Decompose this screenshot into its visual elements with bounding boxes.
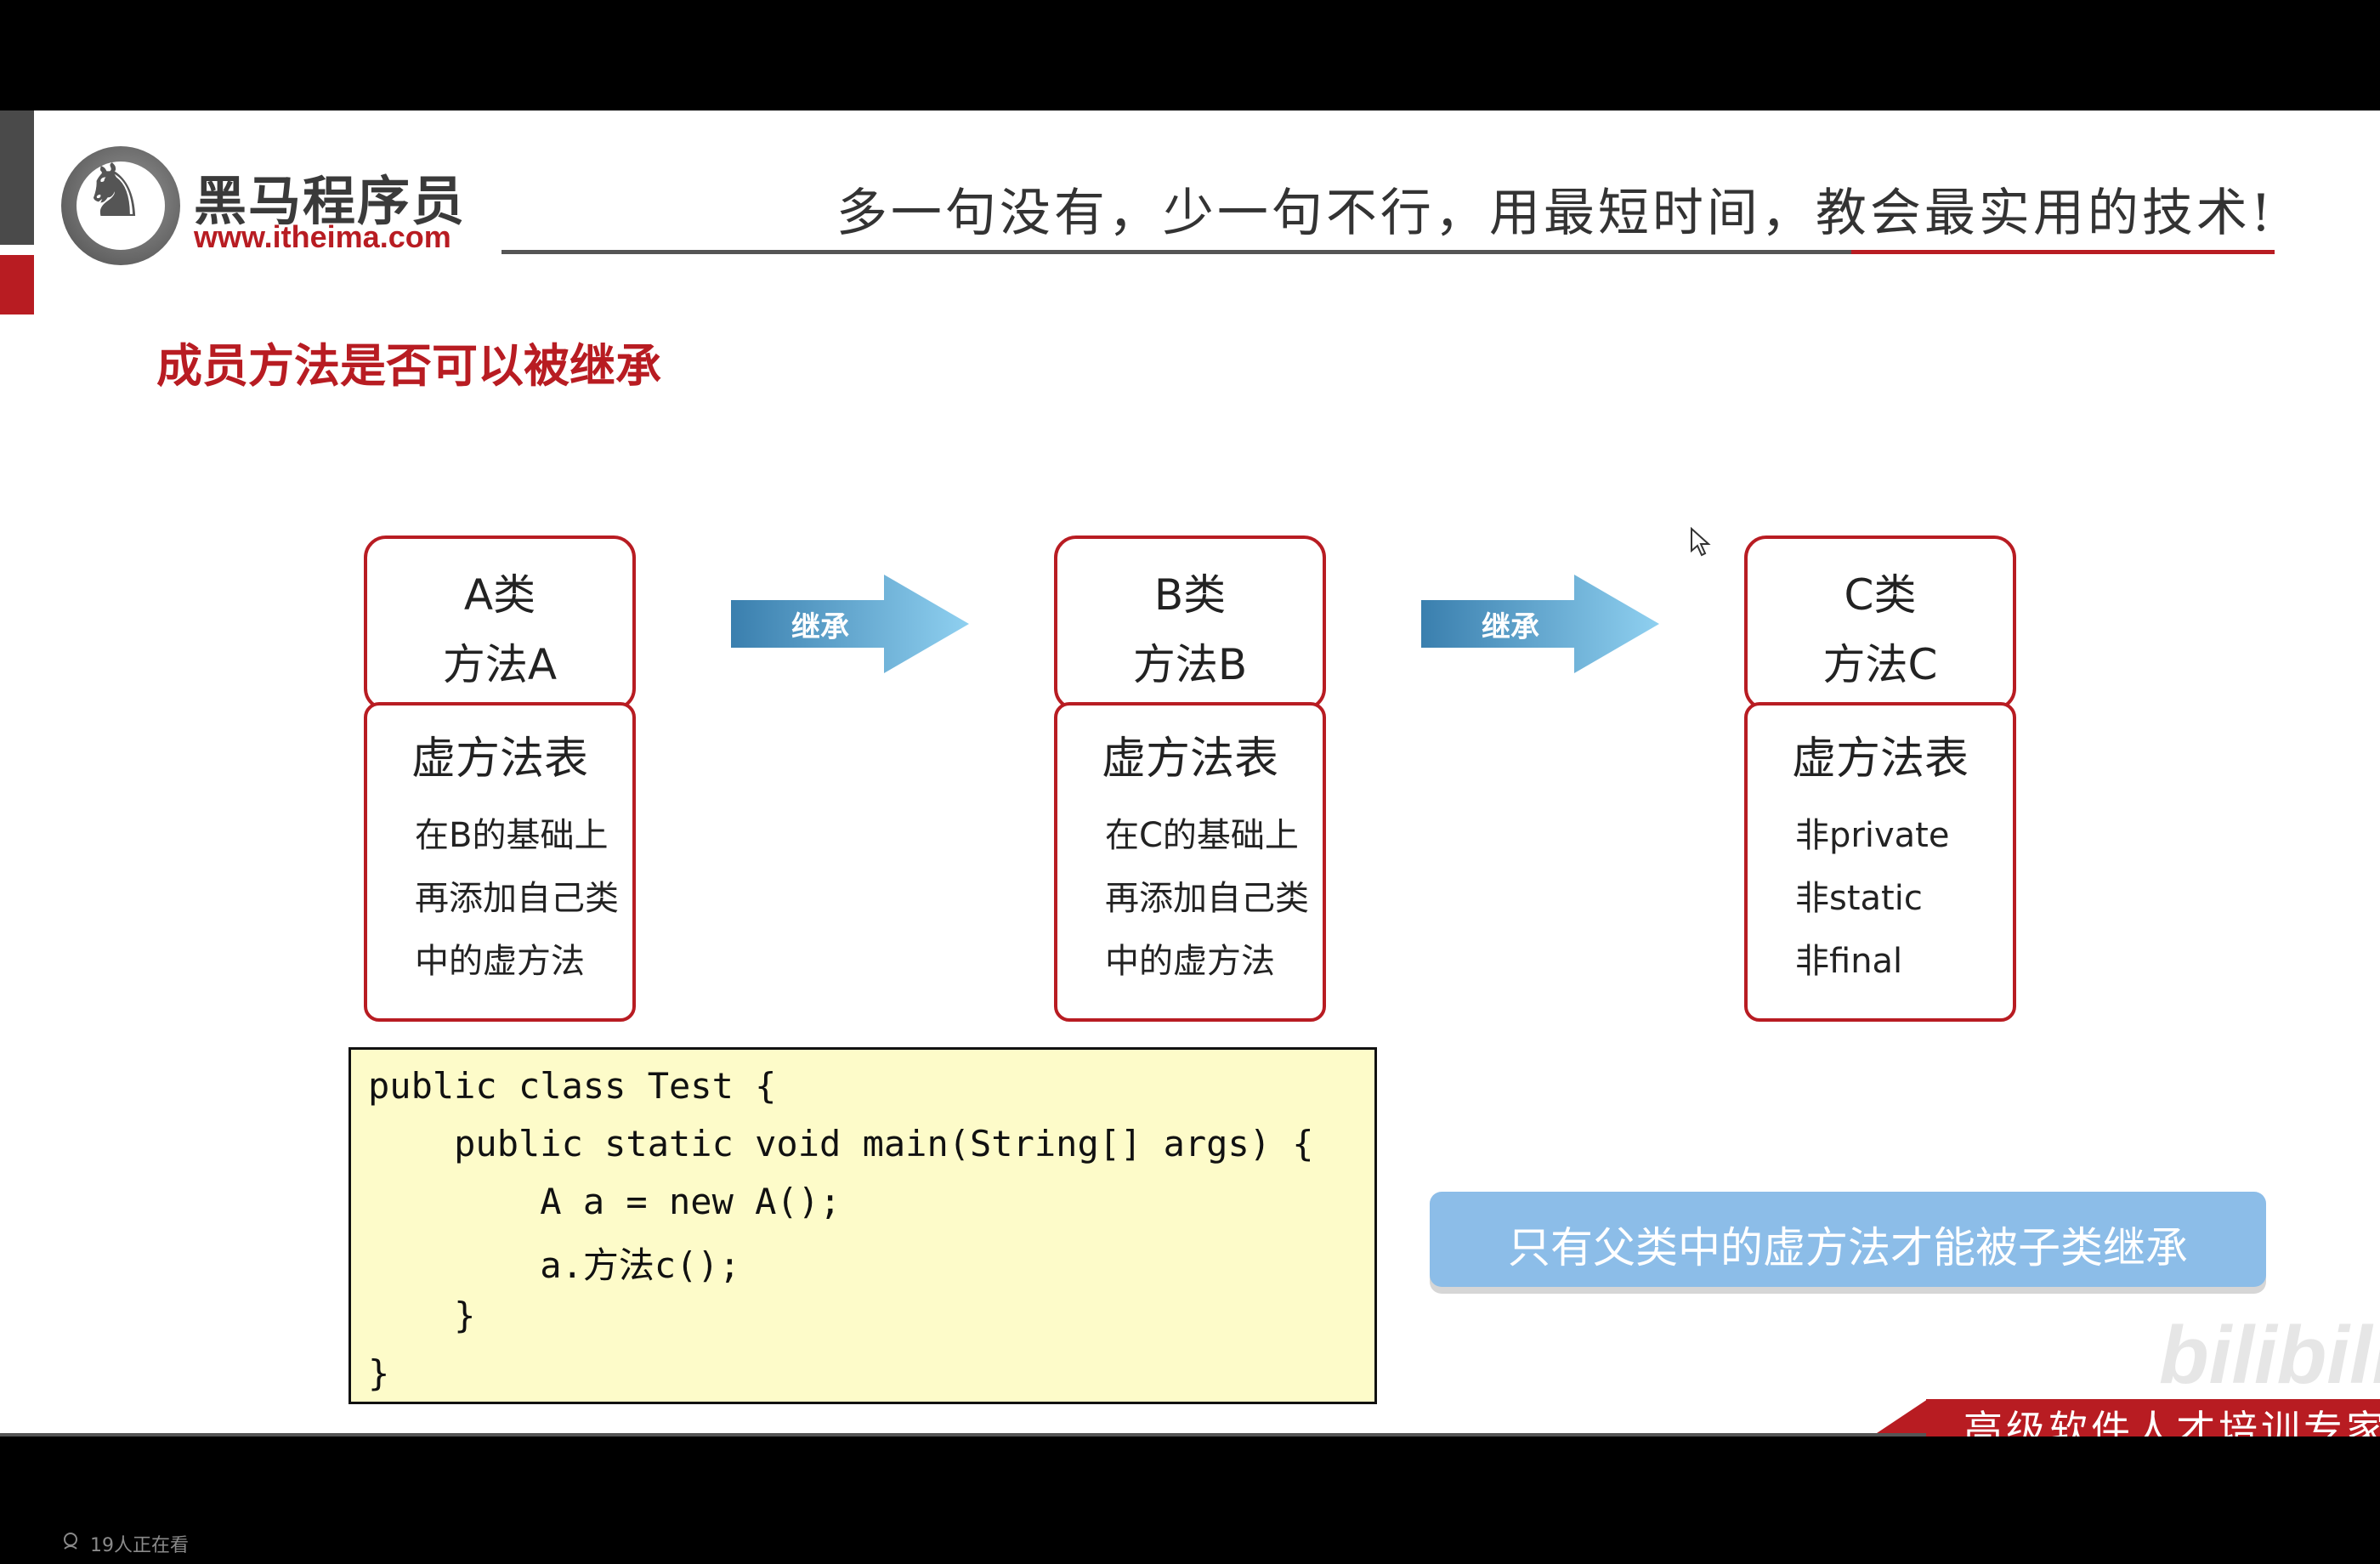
code-line: A a = new A(); [368, 1181, 842, 1222]
vtable-title: 虚方法表 [1791, 734, 1969, 785]
vtable-line: 非final [1795, 942, 1903, 981]
vtable-box [1744, 702, 2016, 1022]
viewer-count: 19人正在看 [90, 1535, 189, 1556]
class-header [364, 536, 636, 711]
vtable-line: 中的虚方法 [415, 942, 585, 981]
logo-text: 黑马程序员 [194, 170, 467, 232]
class-name: B类 [1153, 570, 1227, 620]
vtable-title: 虚方法表 [1101, 734, 1278, 785]
vtable-line: 非static [1795, 879, 1923, 918]
mouse-cursor-icon [1691, 527, 1711, 557]
vtable-line: 再添加自己类 [1105, 879, 1309, 918]
vtable-line: 在B的基础上 [415, 816, 609, 855]
code-line: } [368, 1352, 390, 1394]
arrow-right-icon [731, 575, 969, 673]
side-accent-red [0, 255, 34, 314]
vtable-line: 在C的基础上 [1105, 816, 1299, 855]
inherit-arrow: 继承 [731, 575, 969, 673]
vtable-line: 再添加自己类 [415, 879, 619, 918]
code-block: public class Test { public static void m… [348, 1047, 1377, 1404]
footer-badge [1926, 1399, 2380, 1436]
slide: ♞ 黑马程序员 www.itheima.com 多一句没有，少一句不行，用最短时… [0, 110, 2380, 1436]
header-rule-accent [1851, 250, 2275, 254]
class-method: 方法B [1132, 640, 1248, 689]
arrow-label: 继承 [791, 610, 849, 644]
class-name: C类 [1844, 570, 1917, 620]
code-line: public static void main(String[] args) { [368, 1123, 1314, 1164]
class-header [1744, 536, 2016, 711]
bilibili-watermark: bilibili [2159, 1310, 2380, 1401]
slogan: 多一句没有，少一句不行，用最短时间，教会最实用的技术! [836, 184, 2275, 243]
viewers-icon [64, 1533, 77, 1550]
vtable-line: 中的虚方法 [1105, 942, 1275, 981]
class-method: 方法A [442, 640, 558, 689]
arrow-right-icon [1421, 575, 1659, 673]
vtable-line: 非private [1795, 816, 1950, 855]
header-rule [502, 250, 1853, 254]
class-name: A类 [463, 570, 536, 620]
page-title: 成员方法是否可以被继承 [156, 339, 661, 393]
horse-icon: ♞ [82, 149, 148, 234]
note-callout: 只有父类中的虚方法才能被子类继承 [1430, 1192, 2266, 1287]
footer-bar [0, 1433, 2380, 1436]
class-method: 方法C [1822, 640, 1938, 689]
inherit-arrow: 继承 [1421, 575, 1659, 673]
code-line: } [368, 1295, 476, 1336]
vtable-box [1054, 702, 1326, 1022]
note-text: 只有父类中的虚方法才能被子类继承 [1508, 1223, 2188, 1272]
vtable-box [364, 702, 636, 1022]
class-header [1054, 536, 1326, 711]
side-accent-gray [0, 110, 34, 245]
code-line: public class Test { [368, 1065, 777, 1107]
code-line: a.方法c(); [368, 1244, 741, 1286]
footer-text: 高级软件人才培训专家 [1964, 1407, 2380, 1436]
vtable-title: 虚方法表 [411, 734, 588, 785]
horse-logo-icon: ♞ [61, 146, 180, 265]
logo-url: www.itheima.com [194, 219, 451, 254]
arrow-label: 继承 [1482, 610, 1539, 644]
